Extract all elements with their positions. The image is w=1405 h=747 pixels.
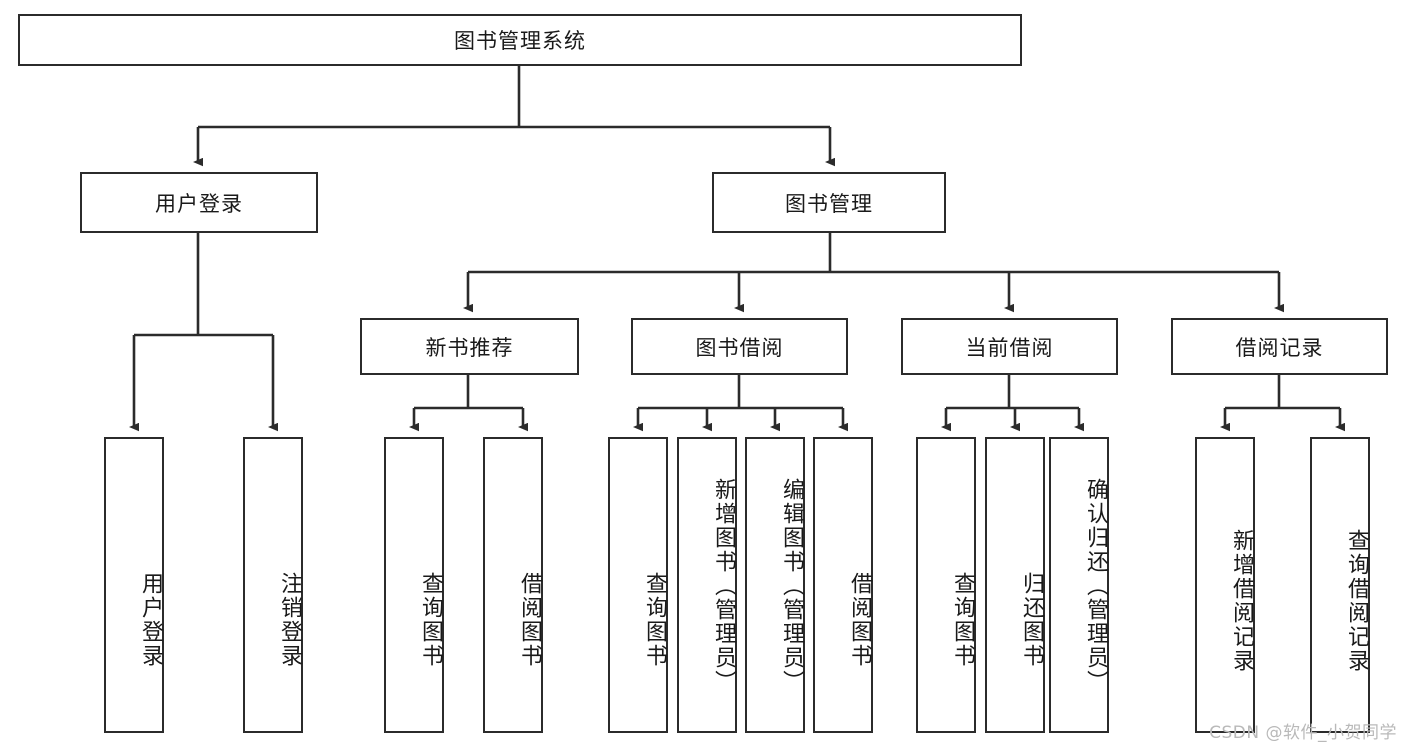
node-label: 确认归还（管理员） <box>1083 478 1108 694</box>
node-label: 编辑图书（管理员） <box>779 478 804 694</box>
leaf-user-login-logout[interactable]: 注销登录 <box>243 437 303 733</box>
leaf-new-book-borrow-book[interactable]: 借阅图书 <box>483 437 543 733</box>
watermark-text: CSDN @软件_小贺同学 <box>1209 723 1397 743</box>
leaf-borrow-record-query-record[interactable]: 查询借阅记录 <box>1310 437 1370 733</box>
node-label: 归还图书 <box>1019 572 1044 668</box>
node-label: 查询图书 <box>950 572 975 668</box>
node-root-book-management-system[interactable]: 图书管理系统 <box>18 14 1022 66</box>
node-label: 借阅图书 <box>517 572 542 668</box>
node-label: 图书管理 <box>785 191 873 216</box>
node-label: 查询借阅记录 <box>1344 529 1369 673</box>
leaf-book-borrow-edit-book-admin[interactable]: 编辑图书（管理员） <box>745 437 805 733</box>
leaf-book-borrow-borrow-book[interactable]: 借阅图书 <box>813 437 873 733</box>
node-label: 查询图书 <box>418 572 443 668</box>
node-borrow-record[interactable]: 借阅记录 <box>1171 318 1388 375</box>
leaf-user-login-login[interactable]: 用户登录 <box>104 437 164 733</box>
node-current-borrow[interactable]: 当前借阅 <box>901 318 1118 375</box>
node-label: 查询图书 <box>642 572 667 668</box>
node-book-borrow[interactable]: 图书借阅 <box>631 318 848 375</box>
leaf-book-borrow-query-book[interactable]: 查询图书 <box>608 437 668 733</box>
leaf-book-borrow-add-book-admin[interactable]: 新增图书（管理员） <box>677 437 737 733</box>
node-user-login[interactable]: 用户登录 <box>80 172 318 233</box>
node-label: 用户登录 <box>155 191 243 216</box>
node-label: 借阅记录 <box>1235 335 1324 360</box>
node-label: 图书借阅 <box>695 335 784 360</box>
leaf-current-borrow-return-book[interactable]: 归还图书 <box>985 437 1045 733</box>
node-book-management[interactable]: 图书管理 <box>712 172 946 233</box>
leaf-borrow-record-add-record[interactable]: 新增借阅记录 <box>1195 437 1255 733</box>
node-label: 用户登录 <box>138 572 163 668</box>
node-label: 当前借阅 <box>965 335 1054 360</box>
node-label: 新书推荐 <box>425 335 514 360</box>
node-new-book-recommend[interactable]: 新书推荐 <box>360 318 579 375</box>
node-label: 借阅图书 <box>847 572 872 668</box>
node-label: 新增图书（管理员） <box>711 478 736 694</box>
node-label: 图书管理系统 <box>454 29 586 53</box>
node-label: 新增借阅记录 <box>1229 529 1254 673</box>
leaf-current-borrow-query-book[interactable]: 查询图书 <box>916 437 976 733</box>
leaf-new-book-query-book[interactable]: 查询图书 <box>384 437 444 733</box>
node-label: 注销登录 <box>277 572 302 668</box>
leaf-current-borrow-confirm-return-admin[interactable]: 确认归还（管理员） <box>1049 437 1109 733</box>
